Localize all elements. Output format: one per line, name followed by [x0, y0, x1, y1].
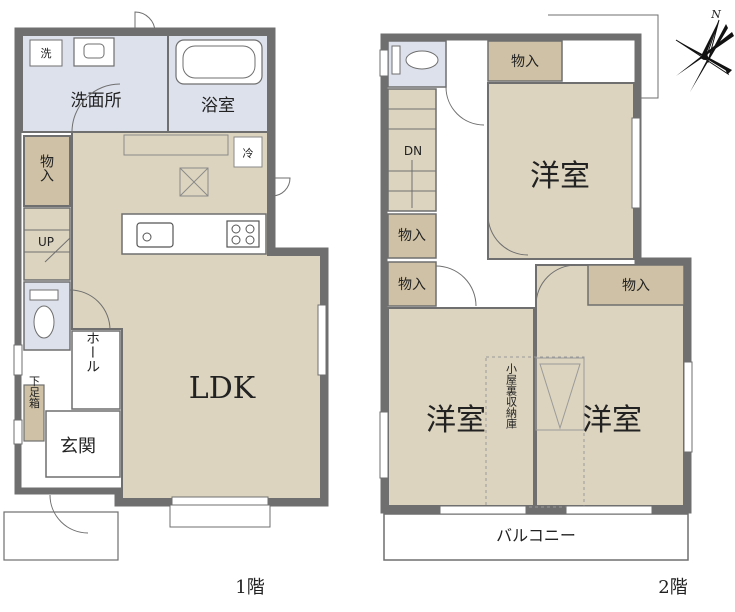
entrance-label: 玄関	[60, 436, 96, 457]
shoe-box	[23, 384, 45, 442]
burner-icon	[245, 224, 255, 234]
burner-icon	[245, 235, 255, 245]
attic-storage	[485, 356, 585, 508]
room-sw-door-swing	[435, 265, 477, 307]
toilet-tank	[391, 45, 401, 75]
storage-1f-label: 物入	[38, 154, 54, 182]
toilet-door-swing	[69, 289, 111, 331]
storage-2f-left-1	[387, 213, 437, 259]
floor-1-label: 1階	[235, 577, 264, 598]
window	[379, 411, 389, 479]
storage-2f-top	[487, 40, 563, 82]
kitchen-sink	[136, 222, 174, 248]
window	[171, 496, 269, 506]
stairs-up	[23, 207, 71, 281]
washer-space	[29, 39, 63, 67]
bath-label: 浴室	[201, 96, 235, 116]
storage-2f-left-2-label: 物入	[398, 277, 426, 293]
storage-2f-se-label-top: 物入	[622, 278, 650, 294]
storage-2f-left-2	[387, 261, 437, 307]
window	[439, 505, 527, 515]
service-door-swing	[134, 11, 156, 33]
toilet-tank	[29, 289, 59, 301]
shoe-box-label: 下足箱	[28, 376, 41, 410]
compass-icon: N	[675, 8, 734, 92]
stairs-down-label: DN	[404, 144, 422, 158]
washroom-door-swing	[71, 83, 121, 133]
toilet-bowl-icon	[33, 305, 55, 339]
burner-icon	[231, 224, 241, 234]
upper-cabinet	[123, 134, 229, 156]
ldk-label: LDK	[189, 371, 256, 406]
window	[13, 419, 23, 445]
western-room-ne-label: 洋室	[530, 159, 590, 194]
western-room-se-label: 洋室	[582, 403, 642, 438]
toilet-2f-door-swing	[445, 86, 485, 126]
western-room-ne-floor	[487, 82, 635, 260]
window	[631, 117, 641, 209]
stair-tread	[44, 237, 71, 263]
entrance-porch	[3, 511, 119, 561]
vanity-basin	[73, 37, 115, 67]
hall-floor	[71, 330, 121, 410]
floor-2-label: 2階	[658, 577, 687, 598]
window	[13, 344, 23, 376]
attic-storage-label: 小屋裏収納庫	[505, 363, 518, 430]
sink-drain-icon	[142, 232, 152, 242]
fridge-space	[233, 136, 263, 168]
floor-2: DN 物入 物入 物入 洋室 物入 洋室 物入 洋室 小屋裏収納庫 バルコ	[379, 8, 734, 598]
stove	[226, 220, 260, 248]
vent-hood	[179, 167, 209, 197]
washroom-label: 洗面所	[71, 91, 122, 111]
storage-2f-se-redraw	[587, 264, 685, 306]
western-room-sw-label: 洋室	[426, 403, 486, 438]
room-ne-door-swing	[487, 214, 529, 256]
balcony-window-1f	[169, 504, 271, 528]
storage-2f-top-label: 物入	[511, 54, 539, 70]
window	[565, 505, 653, 515]
vanity-bowl	[83, 43, 105, 59]
compass-north-label: N	[710, 8, 721, 21]
window	[683, 361, 693, 453]
vent-hood-cross	[179, 167, 209, 197]
attic-hatch-frame	[535, 357, 585, 431]
storage-1f-floor	[23, 135, 71, 207]
fridge-label: 冷	[243, 147, 254, 160]
entrance-floor	[45, 410, 121, 478]
window	[317, 304, 327, 376]
storage-2f-left-1-label: 物入	[398, 228, 426, 244]
stairs-up-label: UP	[38, 235, 54, 249]
burner-icon	[231, 235, 241, 245]
front-door-swing	[49, 494, 89, 534]
kitchen-door-swing	[271, 177, 291, 197]
bathtub-inner	[182, 45, 256, 79]
roof-outline	[548, 14, 659, 99]
balcony	[383, 513, 689, 561]
hall-label: ホール	[84, 331, 100, 373]
room-se-door-swing	[535, 264, 577, 306]
washer-label: 洗	[41, 47, 52, 60]
balcony-label: バルコニー	[496, 526, 576, 545]
attic-hatch	[539, 363, 581, 430]
floor-1: 冷 洗 洗面所 浴室 物入 UP ホール 下足箱	[3, 11, 329, 598]
window	[379, 49, 389, 77]
toilet-bowl-icon	[405, 50, 439, 70]
western-room-sw-floor	[387, 307, 535, 507]
bathtub	[175, 39, 263, 85]
